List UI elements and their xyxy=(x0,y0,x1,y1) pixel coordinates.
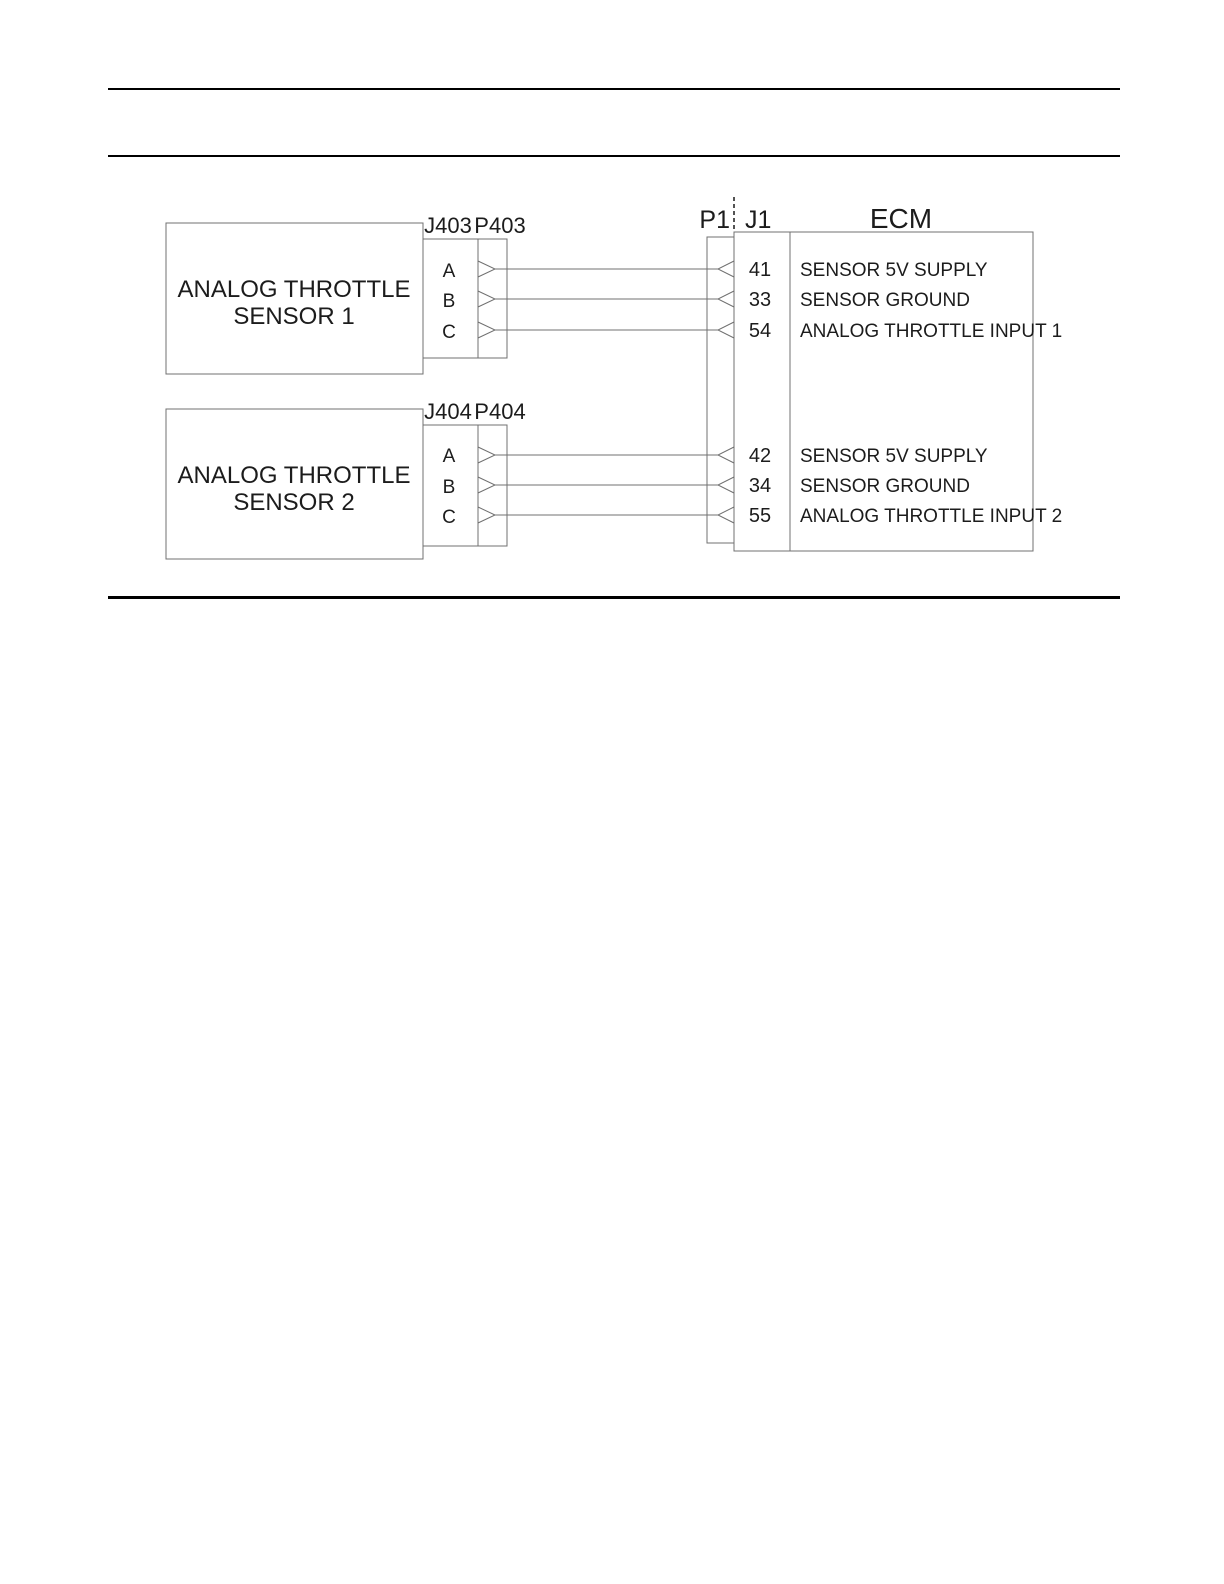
ecm-signal-34: SENSOR GROUND xyxy=(800,476,970,497)
sensor1-wire1-in-chevron xyxy=(716,260,735,278)
sensor1-name-line1: ANALOG THROTTLE xyxy=(178,276,411,303)
ecm-box xyxy=(733,231,1034,552)
sensor1-plug-label: P403 xyxy=(474,213,525,238)
ecm-pin-34: 34 xyxy=(749,475,771,497)
ecm-signal-41: SENSOR 5V SUPPLY xyxy=(800,260,988,281)
sensor2-pin-c-label: C xyxy=(442,507,456,528)
header-rule-bottom xyxy=(108,155,1120,157)
sensor1-wire2-in-chevron xyxy=(716,290,735,308)
sensor1-wire1-out-chevron xyxy=(477,260,497,278)
ecm-p1-connector-box xyxy=(706,236,735,544)
sensor2-name-line1: ANALOG THROTTLE xyxy=(178,462,411,489)
ecm-p1-label: P1 xyxy=(699,206,730,234)
sensor1-pin-b-label: B xyxy=(443,291,456,312)
ecm-signal-54: ANALOG THROTTLE INPUT 1 xyxy=(800,321,1062,342)
sensor1-wire2-out-chevron xyxy=(477,290,497,308)
sensor2-wire2-out-chevron xyxy=(477,476,497,494)
sensor1-jack-label: J403 xyxy=(424,213,472,238)
ecm-signal-42: SENSOR 5V SUPPLY xyxy=(800,446,988,467)
sensor1-pin-a-label: A xyxy=(443,261,456,282)
sensor2-wire1-out-chevron xyxy=(477,446,497,464)
header-rule-top xyxy=(108,88,1120,90)
sensor1-wire3-out-chevron xyxy=(477,321,497,339)
sensor2-wire3-in-chevron xyxy=(716,506,735,524)
ecm-pin-41: 41 xyxy=(749,259,771,281)
sensor2-pin-a-label: A xyxy=(443,446,456,467)
ecm-signal-55: ANALOG THROTTLE INPUT 2 xyxy=(800,506,1062,527)
wiring-diagram: ANALOG THROTTLE SENSOR 1 J403 P403 A B C… xyxy=(165,197,1062,560)
sensor2-plug-label: P404 xyxy=(474,399,525,424)
sensor1-wire3-in-chevron xyxy=(716,321,735,339)
sensor2-wire3-out-chevron xyxy=(477,506,497,524)
ecm-signal-33: SENSOR GROUND xyxy=(800,290,970,311)
sensor2-jack-label: J404 xyxy=(424,399,472,424)
ecm-pin-42: 42 xyxy=(749,445,771,467)
sensor2-wire1-in-chevron xyxy=(716,446,735,464)
ecm-j1-label: J1 xyxy=(745,206,771,234)
footer-rule xyxy=(108,596,1120,599)
ecm-pin-55: 55 xyxy=(749,505,771,527)
ecm-title: ECM xyxy=(870,203,932,234)
ecm-pin-54: 54 xyxy=(749,320,771,342)
sensor1-pin-c-label: C xyxy=(442,322,456,343)
sensor2-pin-b-label: B xyxy=(443,477,456,498)
sensor2-wire2-in-chevron xyxy=(716,476,735,494)
sensor2-name-line2: SENSOR 2 xyxy=(233,489,354,516)
ecm-pin-33: 33 xyxy=(749,289,771,311)
sensor1-name-line2: SENSOR 1 xyxy=(233,303,354,330)
